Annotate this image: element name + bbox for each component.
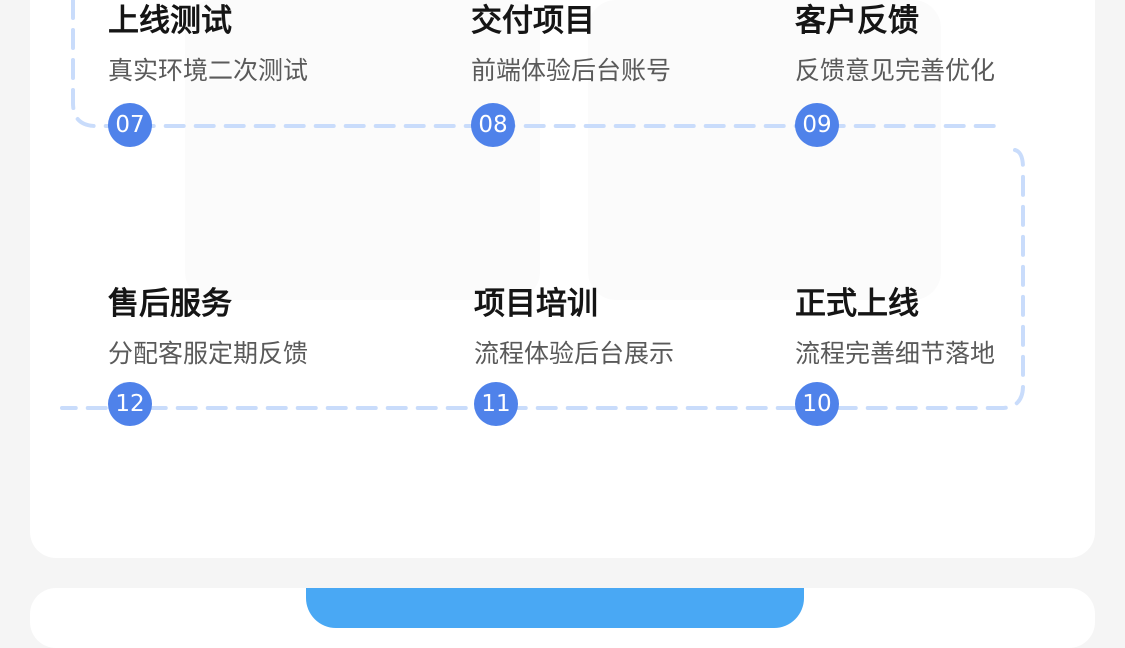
step-title: 项目培训 [474, 286, 598, 322]
step-number-badge: 09 [795, 103, 839, 147]
step-desc: 流程体验后台展示 [474, 339, 675, 368]
step-number-badge: 08 [471, 103, 515, 147]
step-number-badge: 10 [795, 382, 839, 426]
step-desc: 前端体验后台账号 [471, 56, 672, 85]
section-header-tab [306, 588, 804, 628]
step-desc: 分配客服定期反馈 [108, 339, 309, 368]
step-number-badge: 11 [474, 382, 518, 426]
step-title: 正式上线 [795, 286, 919, 322]
watermark-right [588, 0, 941, 300]
step-title: 售后服务 [108, 286, 232, 322]
watermark-left [185, 0, 540, 300]
step-title: 上线测试 [108, 3, 232, 39]
step-number-badge: 07 [108, 103, 152, 147]
step-desc: 真实环境二次测试 [108, 56, 309, 85]
step-title: 交付项目 [471, 3, 595, 39]
step-desc: 反馈意见完善优化 [795, 56, 996, 85]
step-title: 客户反馈 [795, 3, 919, 39]
step-number-badge: 12 [108, 382, 152, 426]
step-desc: 流程完善细节落地 [795, 339, 996, 368]
